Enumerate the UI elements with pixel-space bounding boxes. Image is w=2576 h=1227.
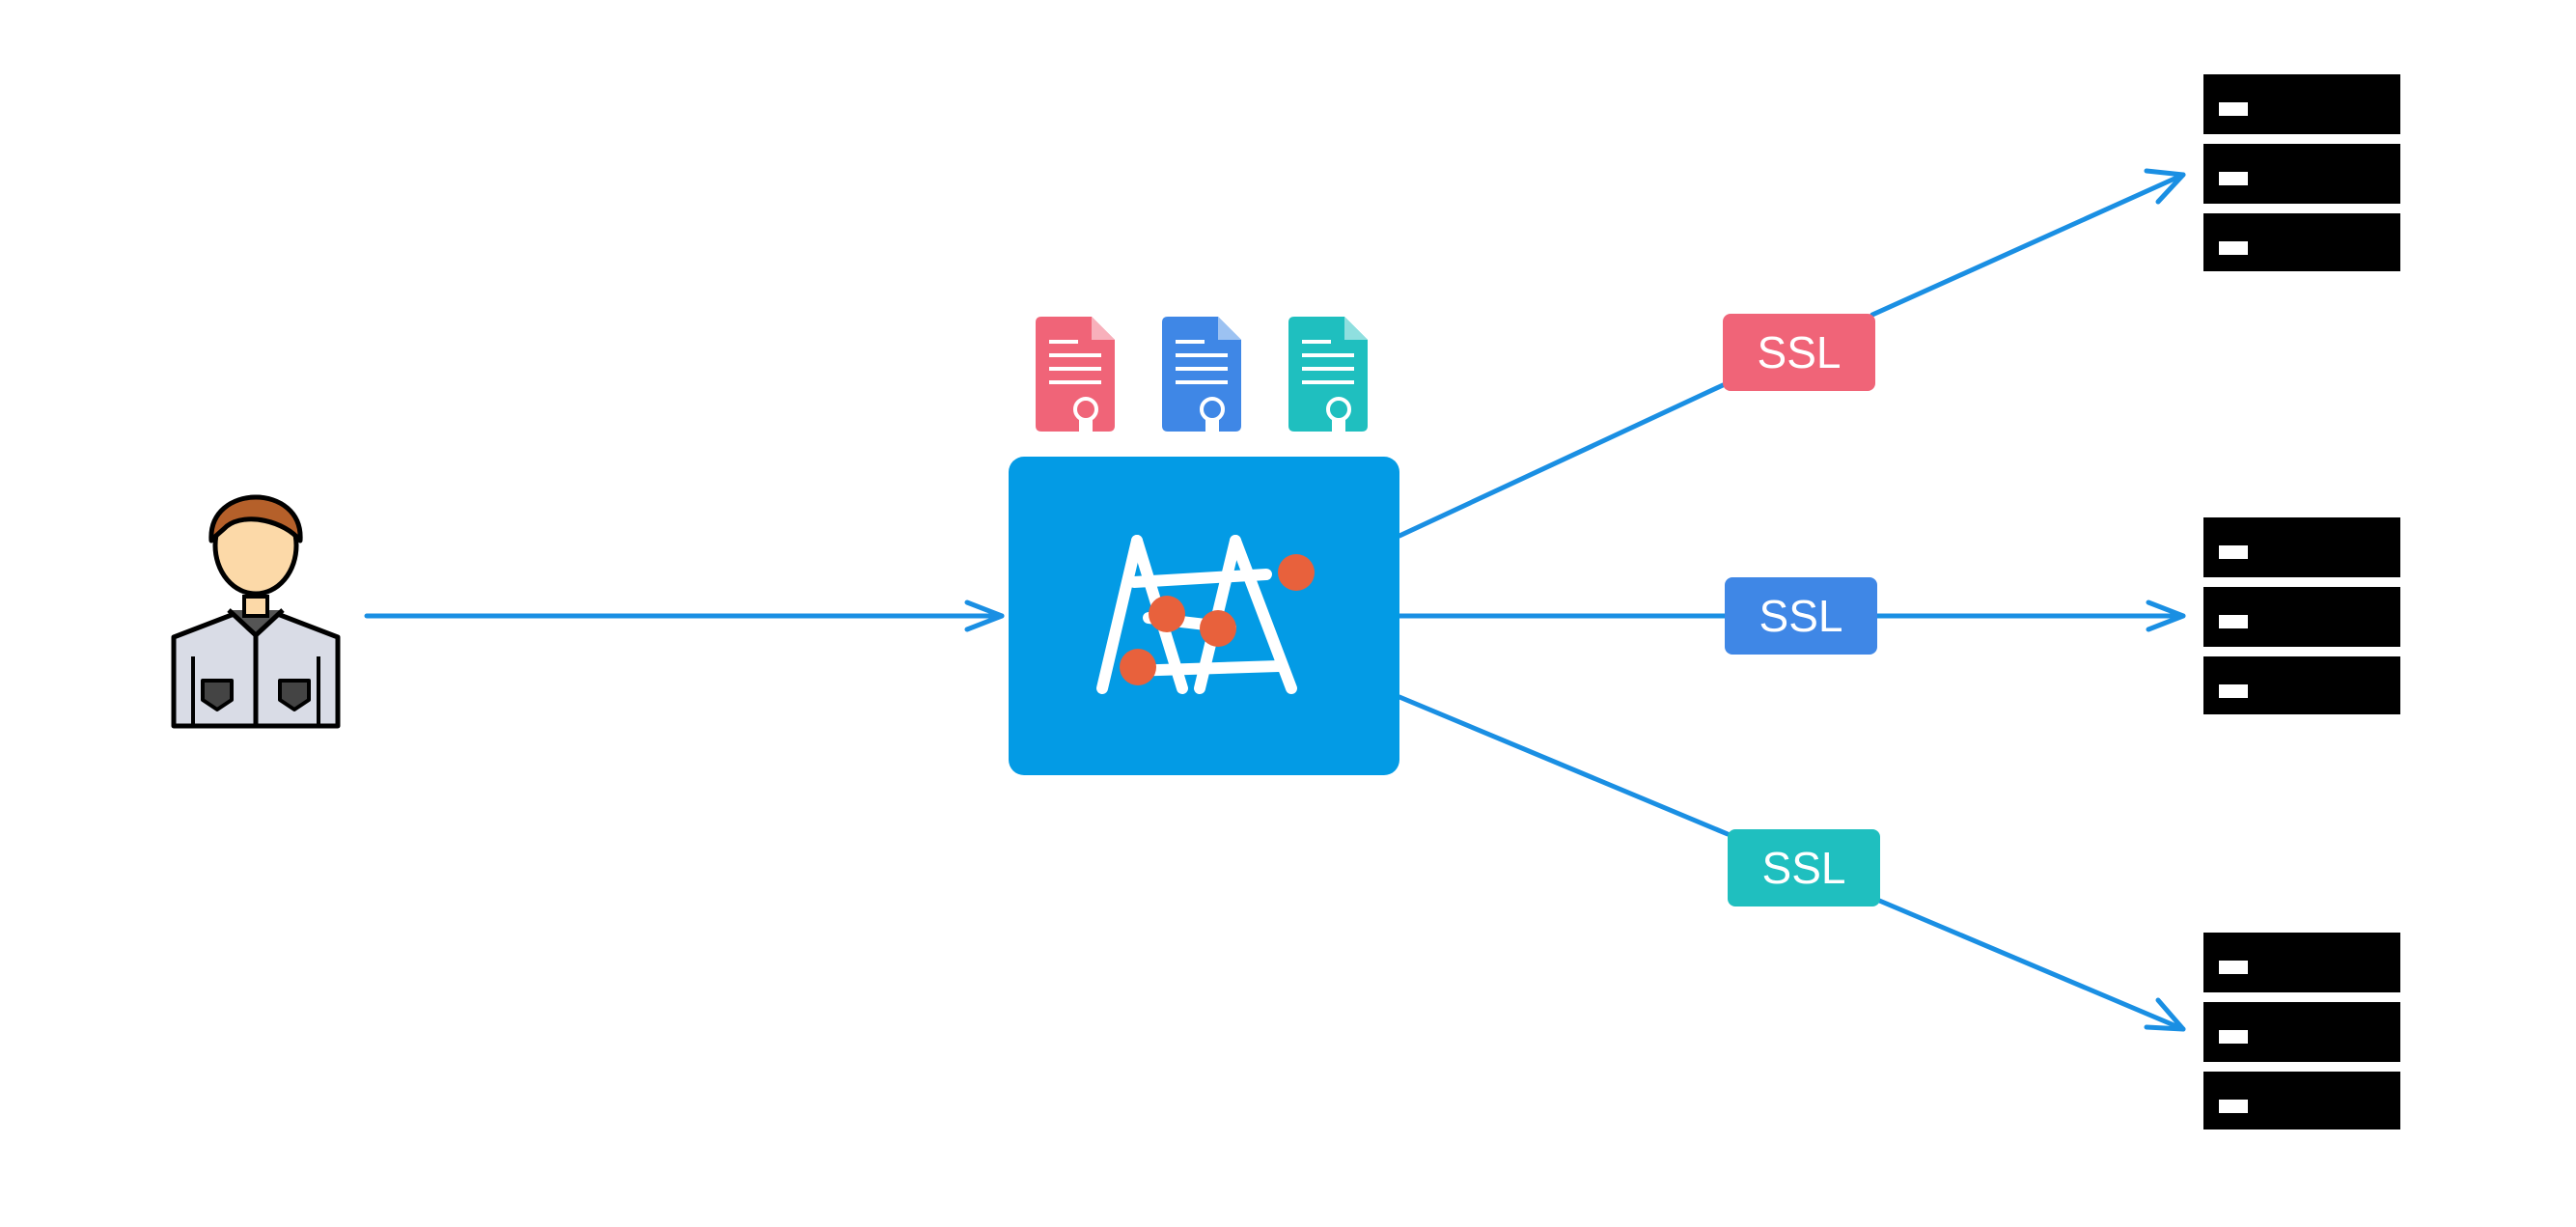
ssl-label-1: SSL <box>1723 314 1875 391</box>
gateway-to-server-1-arrow <box>1397 168 2186 539</box>
server-1 <box>2203 74 2400 271</box>
certificate-document-icon <box>1036 317 1115 444</box>
certificate-blue <box>1162 317 1241 444</box>
gateway-to-server-3-arrow <box>1397 694 2186 1032</box>
certificate-red <box>1036 317 1115 444</box>
connections <box>364 168 2186 1032</box>
certificates <box>1036 317 1368 444</box>
client-to-gateway-arrow <box>364 600 1005 632</box>
ssl-label-3: SSL <box>1728 829 1880 906</box>
graph-dots <box>1120 554 1315 685</box>
certificate-teal <box>1288 317 1368 444</box>
client-user <box>171 494 341 729</box>
gateway-node <box>1009 457 1399 775</box>
certificate-document-icon <box>1162 317 1241 444</box>
ssl-label-text: SSL <box>1762 843 1846 893</box>
user-icon <box>171 494 341 729</box>
server-3 <box>2203 933 2400 1129</box>
ssl-label-text: SSL <box>1759 591 1843 641</box>
server-rack-icon <box>2203 933 2400 1129</box>
server-2 <box>2203 517 2400 714</box>
server-rack-icon <box>2203 74 2400 271</box>
ssl-label-2: SSL <box>1725 577 1877 655</box>
gateway-to-server-2-arrow <box>1397 600 2186 632</box>
certificate-document-icon <box>1288 317 1368 444</box>
ssl-label-text: SSL <box>1758 327 1842 377</box>
server-rack-icon <box>2203 517 2400 714</box>
